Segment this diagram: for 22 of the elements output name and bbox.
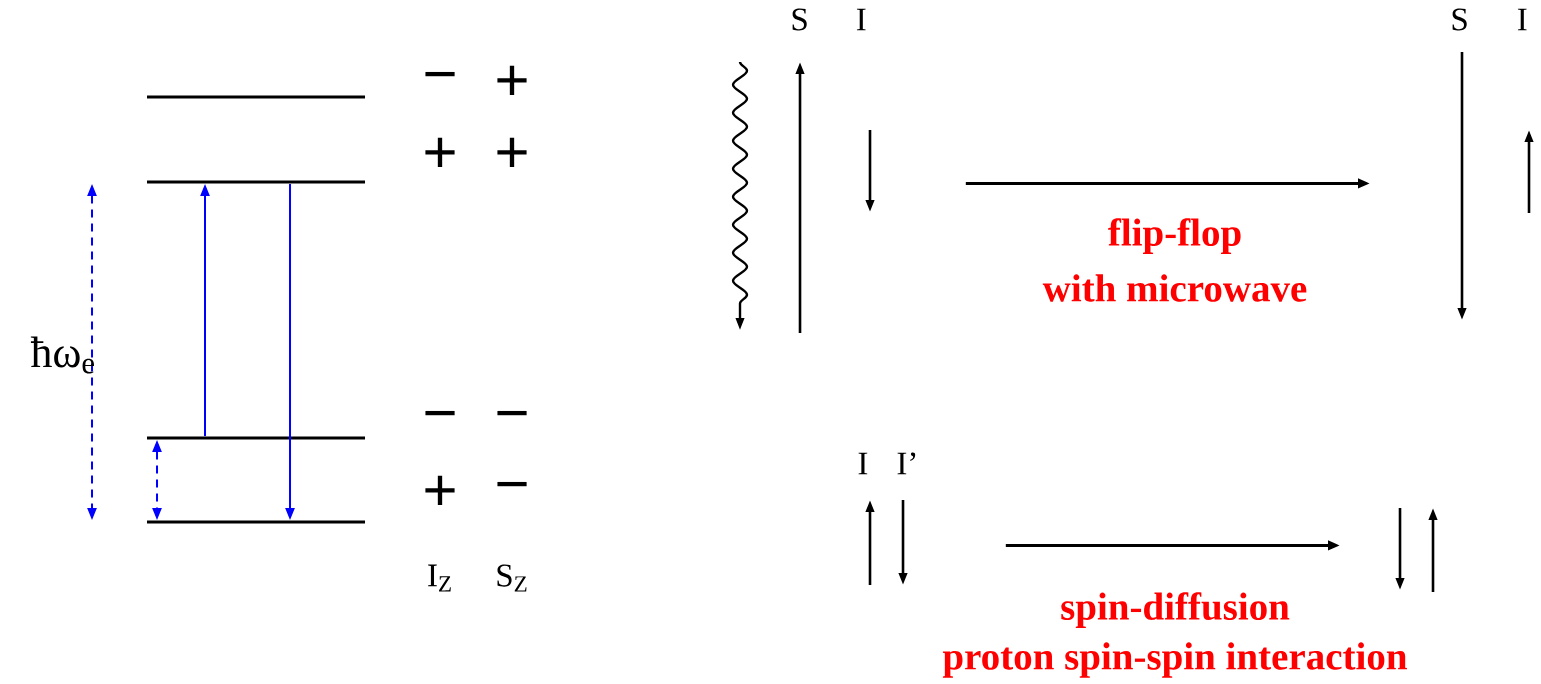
spin-label: I$_{Z}$ [428, 564, 451, 592]
energy-level [147, 180, 365, 184]
edge-label: spin-diffusion [1061, 592, 1290, 628]
spin-configuration: S I [1452, 8, 1527, 31]
spin-configuration: I I’ [858, 452, 916, 475]
energy-level [147, 95, 365, 99]
spin-sign: + [497, 65, 527, 96]
spin-configuration: S I [792, 8, 866, 31]
edge-label: flip-flop [1108, 218, 1241, 254]
spin-sign: + [425, 475, 455, 506]
edge-label: ħω$_{e}$ [30, 336, 94, 374]
caption-text: proton spin-spin interaction [942, 642, 1407, 678]
spin-sign: + [425, 137, 455, 168]
spin-sign: + [497, 137, 527, 168]
energy-level [147, 520, 365, 524]
spin-sign: − [497, 410, 527, 416]
energy-level [147, 436, 365, 440]
spin-sign: − [425, 410, 455, 416]
spin-sign: − [497, 481, 527, 487]
spin-label: S$_{Z}$ [497, 564, 527, 592]
spin-sign: − [425, 71, 455, 77]
caption-text: with microwave [1042, 274, 1307, 302]
